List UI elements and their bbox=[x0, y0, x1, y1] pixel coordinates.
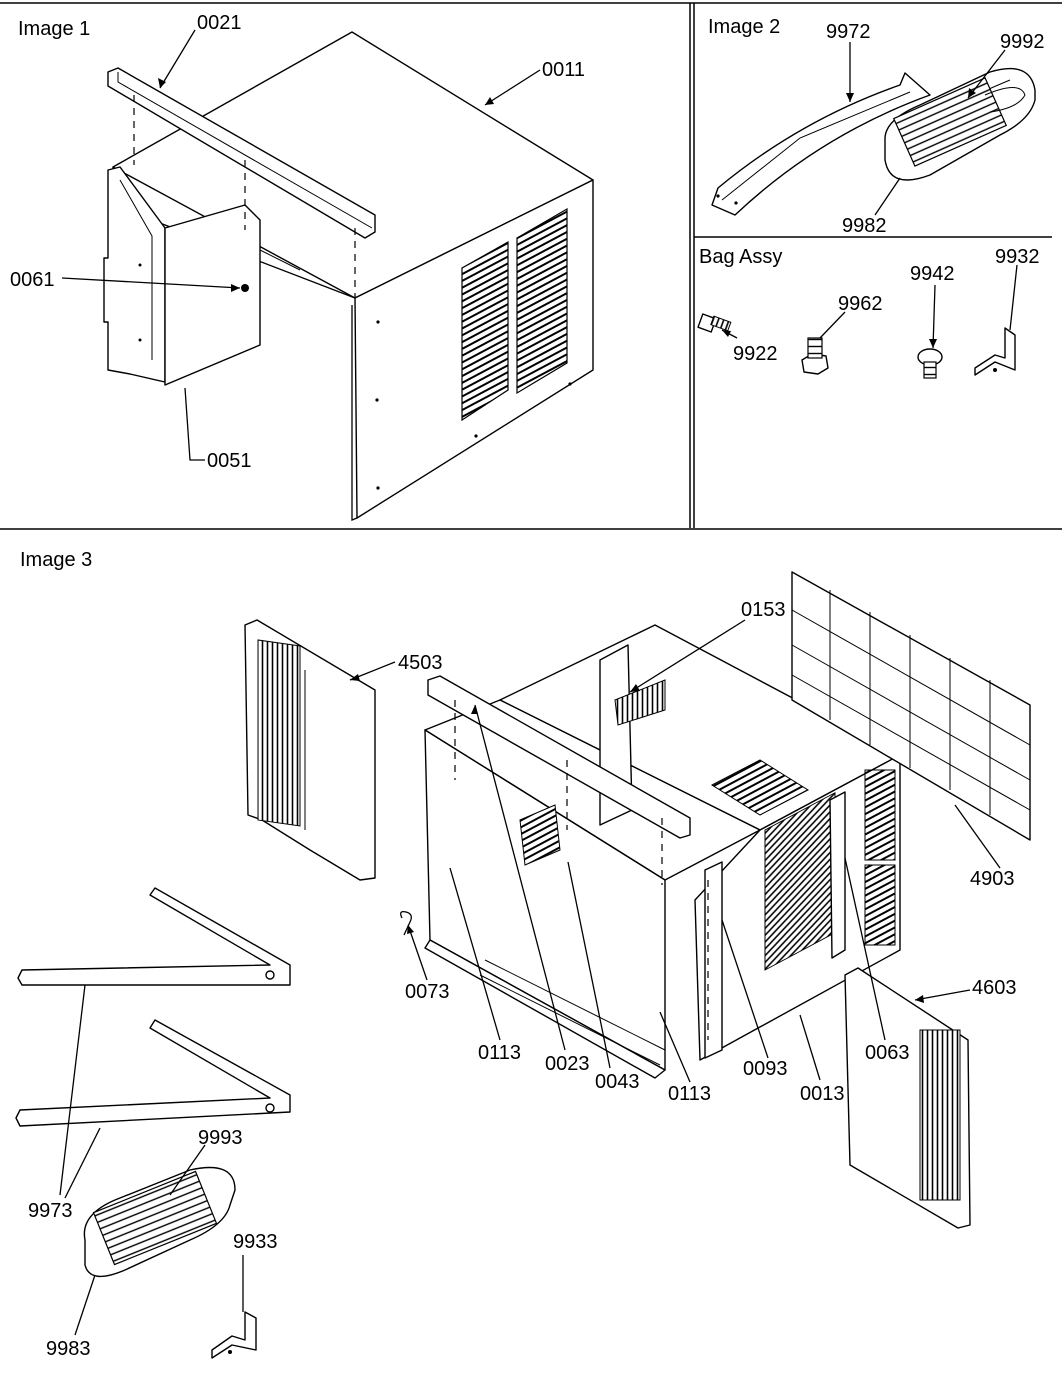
bracket-9933 bbox=[211, 1311, 257, 1359]
callout-0021: 0021 bbox=[197, 12, 242, 34]
callout-0061: 0061 bbox=[10, 269, 55, 291]
callout-0051: 0051 bbox=[207, 450, 252, 472]
screw-0061 bbox=[241, 284, 249, 292]
callout-0011: 0011 bbox=[542, 59, 585, 81]
screw-9922 bbox=[697, 313, 738, 339]
top-rail-0021 bbox=[107, 67, 376, 298]
callout-9932: 9932 bbox=[995, 246, 1040, 268]
image1-leaders bbox=[61, 29, 541, 461]
callout-9982: 9982 bbox=[842, 215, 887, 237]
section-title-image1: Image 1 bbox=[18, 18, 90, 40]
callout-9993: 9993 bbox=[198, 1127, 243, 1149]
callout-4903: 4903 bbox=[970, 868, 1015, 890]
callout-0113-left: 0113 bbox=[478, 1042, 521, 1064]
section-title-image2: Image 2 bbox=[708, 16, 780, 38]
bracket-0063 bbox=[829, 791, 846, 959]
side-curtain-4603 bbox=[844, 967, 971, 1229]
bracket-9932 bbox=[974, 264, 1018, 376]
callout-0093: 0093 bbox=[743, 1058, 788, 1080]
callout-4603: 4603 bbox=[972, 977, 1017, 999]
screw-9962 bbox=[801, 311, 846, 375]
callout-9962: 9962 bbox=[838, 293, 883, 315]
callout-9942: 9942 bbox=[910, 263, 955, 285]
callout-9972: 9972 bbox=[826, 21, 871, 43]
filter-grid-4903 bbox=[791, 571, 1031, 841]
callout-0013: 0013 bbox=[800, 1083, 845, 1105]
callout-0153: 0153 bbox=[741, 599, 786, 621]
callout-9992: 9992 bbox=[1000, 31, 1045, 53]
top-rail-0023 bbox=[427, 675, 691, 885]
clip-0073 bbox=[400, 910, 412, 936]
section-title-image3: Image 3 bbox=[20, 549, 92, 571]
callout-0063: 0063 bbox=[865, 1042, 910, 1064]
callout-0023: 0023 bbox=[545, 1053, 590, 1075]
side-curtain-4503 bbox=[244, 619, 376, 881]
callout-0113-right: 0113 bbox=[668, 1083, 711, 1105]
image3-leaders bbox=[59, 619, 1001, 1336]
callout-4503: 4503 bbox=[398, 652, 443, 674]
callout-9973: 9973 bbox=[28, 1200, 73, 1222]
support-bracket-9973-upper bbox=[17, 887, 291, 986]
support-brace-9972 bbox=[711, 72, 931, 216]
side-panel-left bbox=[103, 166, 166, 383]
power-cord-coil-9982 bbox=[884, 67, 1036, 181]
screw-9942 bbox=[917, 284, 943, 379]
callout-0073: 0073 bbox=[405, 981, 450, 1003]
callout-9933: 9933 bbox=[233, 1231, 278, 1253]
bracket-0093 bbox=[704, 861, 723, 1059]
rear-panel-0051 bbox=[164, 204, 301, 386]
callout-0043: 0043 bbox=[595, 1071, 640, 1093]
callout-9922: 9922 bbox=[733, 343, 778, 365]
panel-frame bbox=[0, 2, 1062, 530]
section-title-bag-assy: Bag Assy bbox=[699, 246, 782, 268]
callout-9983: 9983 bbox=[46, 1338, 91, 1360]
power-cord-coil-9983 bbox=[83, 1166, 236, 1278]
support-bracket-9973-lower bbox=[15, 1019, 291, 1127]
image2-leaders bbox=[846, 42, 1006, 216]
